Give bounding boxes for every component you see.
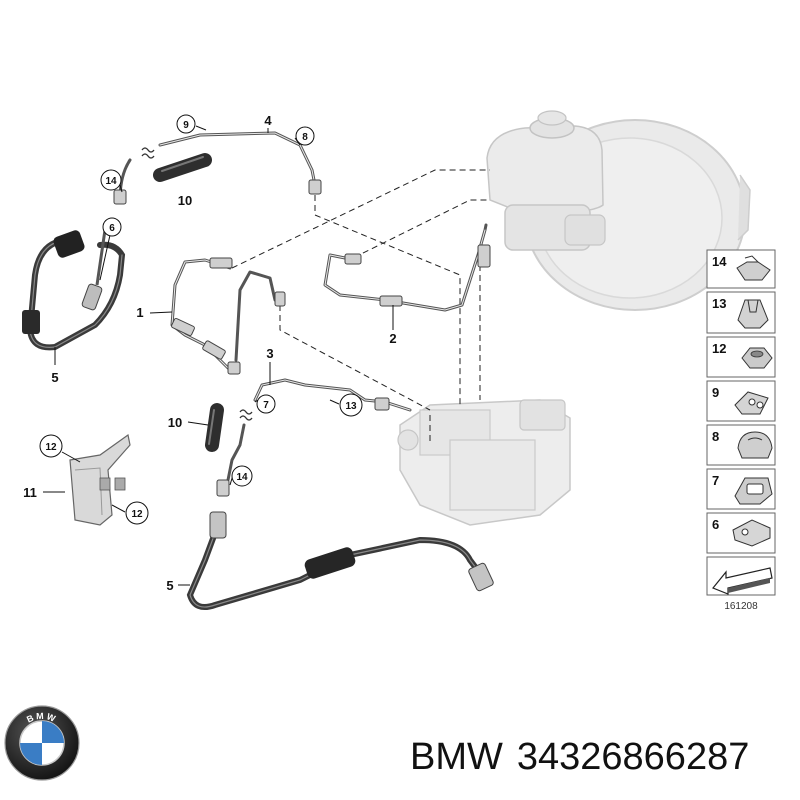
- pipe-highlights: [159, 132, 486, 411]
- callout-12-a: 12: [39, 434, 63, 458]
- callout-14-top: 14: [100, 169, 122, 191]
- svg-text:8: 8: [712, 429, 719, 444]
- callout-12-b: 12: [125, 501, 149, 525]
- svg-text:7: 7: [263, 400, 269, 411]
- svg-text:9: 9: [183, 120, 189, 131]
- callout-8-top: 8: [295, 126, 315, 146]
- clip-8-icon: [737, 431, 773, 459]
- legend-row-9: 9: [706, 380, 776, 422]
- callout-3: 3: [266, 346, 273, 361]
- hose-sleeve-10-mid: [205, 403, 224, 452]
- part-number: 34326866287: [516, 736, 750, 778]
- hose-sleeve-10-top: [153, 153, 212, 182]
- svg-text:14: 14: [236, 472, 248, 483]
- clip-13-icon: [737, 299, 769, 329]
- leader-lines: [43, 125, 394, 586]
- legend-row-12: 12: [706, 336, 776, 378]
- brand-name: BMW: [410, 736, 503, 778]
- bracket-clip-icon: [732, 519, 771, 547]
- callout-13: 13: [339, 393, 363, 417]
- bracket-11: [69, 433, 131, 526]
- part-caption: BMW 34326866287: [410, 736, 763, 779]
- direction-arrow-icon: [712, 567, 773, 595]
- bmw-logo: BMW: [4, 705, 80, 781]
- break-marks: [141, 147, 253, 421]
- callout-10-top: 10: [178, 193, 192, 208]
- svg-text:5: 5: [51, 370, 58, 385]
- svg-text:14: 14: [712, 254, 727, 269]
- logo-lettering: BMW: [25, 711, 57, 725]
- hex-nut-icon: [741, 347, 773, 369]
- legend-row-13: 13: [706, 291, 776, 334]
- svg-text:12: 12: [131, 509, 143, 520]
- svg-text:10: 10: [168, 415, 182, 430]
- svg-text:10: 10: [178, 193, 192, 208]
- svg-text:14: 14: [105, 176, 117, 187]
- callout-2: 2: [389, 331, 396, 346]
- brake-hose-5-bottom: [186, 511, 494, 610]
- callout-4: 4: [264, 113, 272, 128]
- svg-text:11: 11: [23, 485, 37, 500]
- svg-text:5: 5: [166, 578, 173, 593]
- callout-11: 11: [23, 485, 37, 500]
- svg-text:9: 9: [712, 385, 719, 400]
- pipe-fittings: [113, 179, 491, 497]
- callout-7: 7: [256, 394, 276, 414]
- legend-row-8: 8: [706, 424, 776, 466]
- callout-6: 6: [102, 217, 122, 237]
- connection-lines: [231, 169, 490, 445]
- svg-text:12: 12: [712, 341, 726, 356]
- legend-row-6: 6: [706, 512, 776, 554]
- clip-7-icon: [734, 477, 773, 505]
- callout-14-mid: 14: [231, 465, 253, 487]
- abs-hydraulic-unit: [397, 399, 571, 526]
- clip-14-icon: [736, 255, 771, 281]
- legend-row-14: 14: [706, 249, 776, 289]
- svg-text:BMW: BMW: [25, 711, 59, 725]
- brake-hose-5-left: [22, 229, 126, 351]
- reference-number: 161208: [724, 601, 758, 612]
- callout-9-top: 9: [176, 114, 196, 134]
- svg-text:6: 6: [109, 223, 115, 234]
- svg-text:7: 7: [712, 473, 719, 488]
- svg-text:13: 13: [345, 401, 357, 412]
- callout-5-left: 5: [51, 370, 58, 385]
- svg-text:4: 4: [264, 113, 272, 128]
- svg-text:12: 12: [45, 442, 57, 453]
- legend-row-7: 7: [706, 468, 776, 510]
- parts-legend: 14 13 12 9: [706, 249, 776, 612]
- callout-1: 1: [136, 305, 143, 320]
- svg-text:13: 13: [712, 296, 726, 311]
- svg-text:1: 1: [136, 305, 143, 320]
- fluid-reservoir: [486, 110, 606, 251]
- legend-row-arrow: [706, 556, 776, 596]
- callout-5-bottom: 5: [166, 578, 173, 593]
- svg-text:2: 2: [389, 331, 396, 346]
- svg-text:8: 8: [302, 132, 308, 143]
- svg-text:3: 3: [266, 346, 273, 361]
- svg-text:6: 6: [712, 517, 719, 532]
- clip-9-icon: [734, 391, 769, 415]
- callout-10-mid: 10: [168, 415, 182, 430]
